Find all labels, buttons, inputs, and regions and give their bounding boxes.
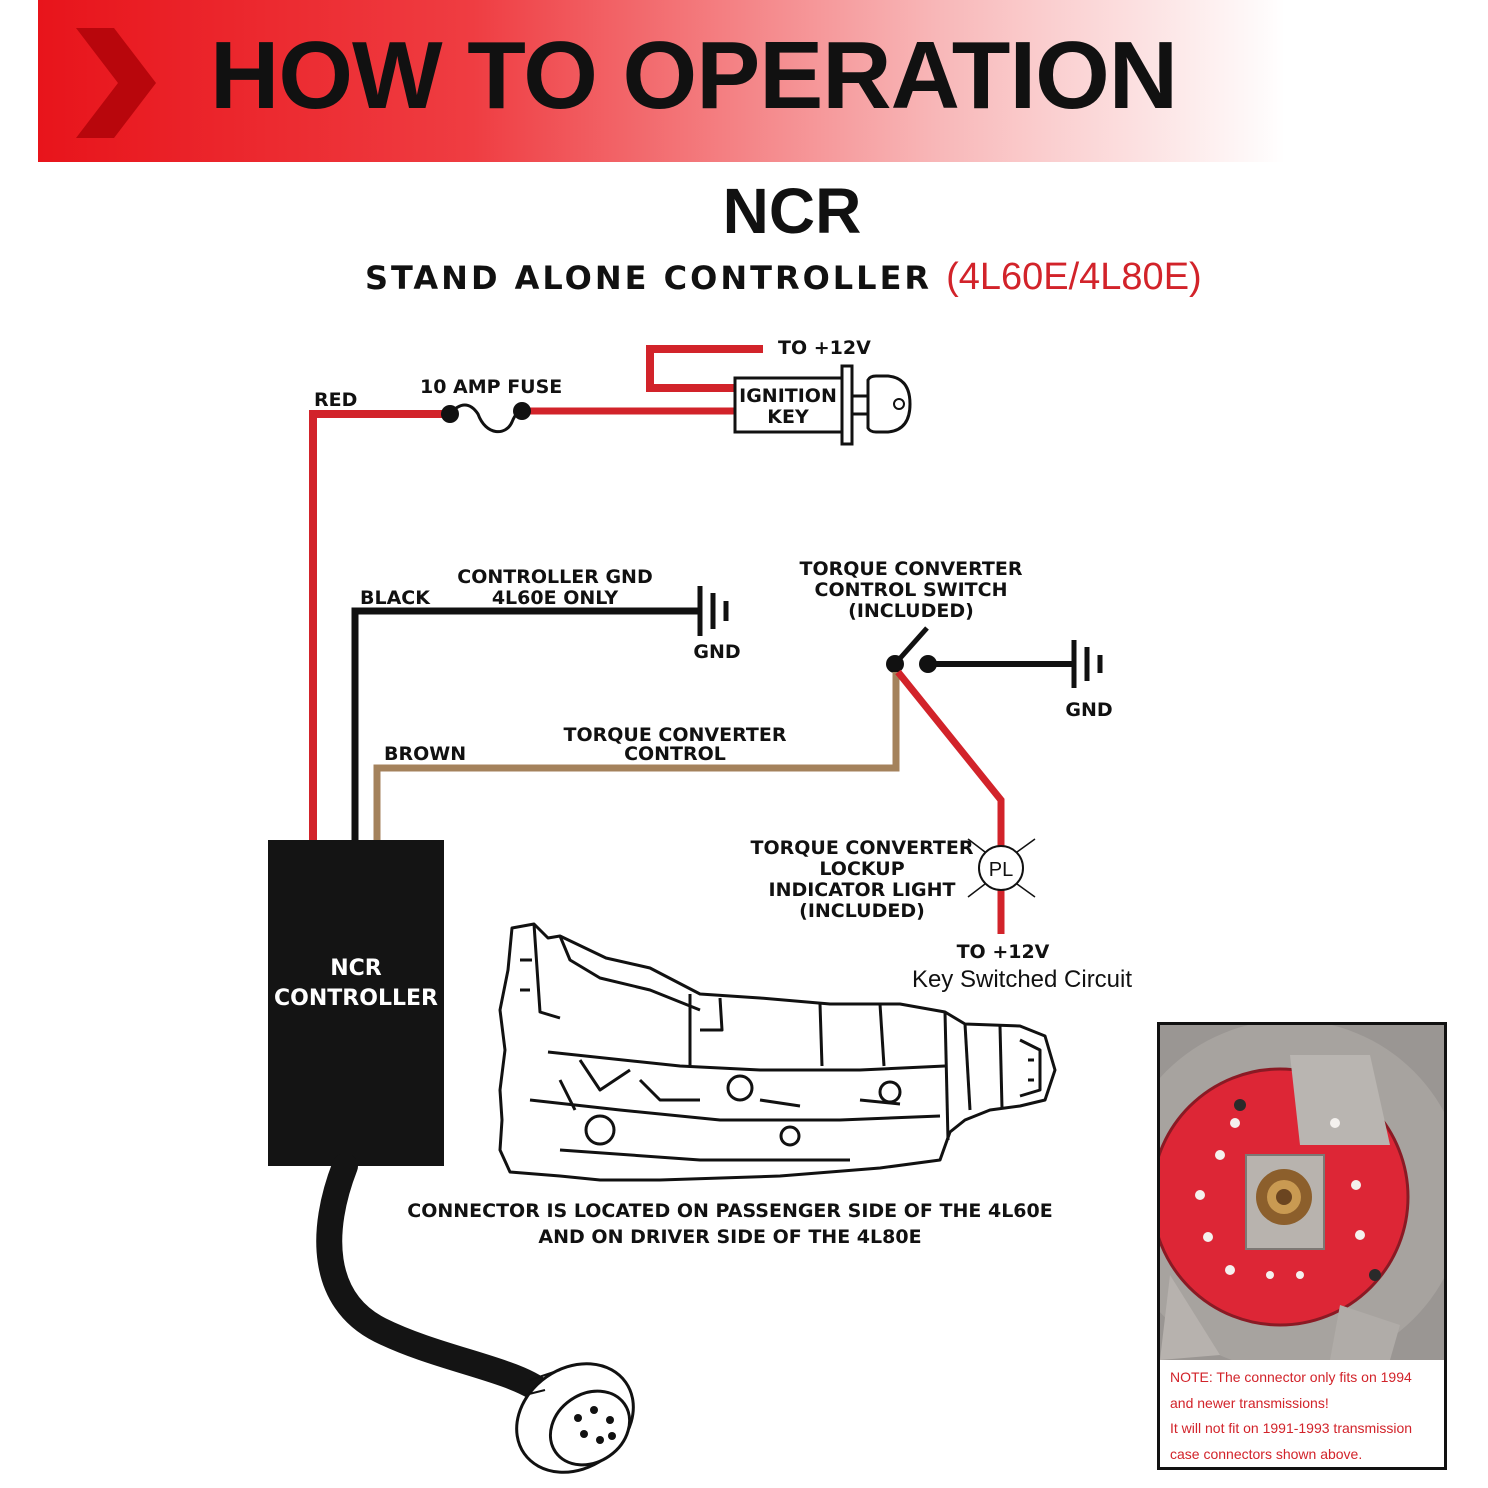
red-wire-label: RED bbox=[314, 389, 357, 411]
switch-label-1: TORQUE CONVERTER bbox=[800, 558, 1023, 580]
control-switch-symbol[interactable] bbox=[886, 626, 1074, 673]
ground-symbol-left bbox=[697, 586, 729, 636]
ignition-key-symbol: IGNITION KEY bbox=[733, 364, 912, 446]
note-line-3: It will not fit on 1991-1993 transmissio… bbox=[1170, 1420, 1413, 1436]
controller-gnd-label-2: 4L60E ONLY bbox=[492, 587, 619, 609]
connector-photo bbox=[1160, 1025, 1444, 1360]
note-line-2: and newer transmissions! bbox=[1170, 1394, 1329, 1411]
subtitle-main: STAND ALONE CONTROLLER bbox=[365, 259, 933, 297]
gnd-left-label: GND bbox=[693, 641, 740, 663]
to-12v-bottom-label: TO +12V bbox=[957, 941, 1050, 963]
ignition-label-1: IGNITION bbox=[739, 385, 837, 407]
connector-location-label-1: CONNECTOR IS LOCATED ON PASSENGER SIDE O… bbox=[407, 1200, 1052, 1222]
note-line-4: case connectors shown above. bbox=[1170, 1445, 1363, 1462]
lamp-label-4: (INCLUDED) bbox=[799, 900, 925, 922]
switch-label-2: CONTROL SWITCH bbox=[815, 579, 1008, 601]
harness-connector-plug bbox=[515, 1362, 635, 1474]
wiring-harness-cable bbox=[316, 1153, 558, 1408]
red-wire-to-12v-top bbox=[646, 345, 763, 392]
tcc-label-1: TORQUE CONVERTER bbox=[564, 724, 787, 746]
fuse-label: 10 AMP FUSE bbox=[420, 376, 562, 398]
connector-note: NOTE: The connector only fits on 1994 an… bbox=[1170, 1365, 1438, 1467]
chevron-right-icon bbox=[76, 28, 156, 138]
subtitle-models: (4L60E/4L80E) bbox=[946, 256, 1202, 298]
ignition-label-2: KEY bbox=[767, 406, 809, 428]
fuse-symbol bbox=[441, 402, 531, 433]
transmission-illustration bbox=[498, 922, 1057, 1182]
lamp-label-3: INDICATOR LIGHT bbox=[769, 879, 956, 901]
red-wire bbox=[309, 410, 450, 840]
to-12v-top-label: TO +12V bbox=[778, 337, 871, 359]
black-wire-label: BLACK bbox=[360, 587, 431, 609]
ncr-controller-box bbox=[268, 840, 444, 1166]
lamp-label-1: TORQUE CONVERTER bbox=[751, 837, 974, 859]
key-switched-label: Key Switched Circuit bbox=[912, 966, 1132, 993]
controller-label-2: CONTROLLER bbox=[274, 986, 438, 1011]
connector-photo-panel: NOTE: The connector only fits on 1994 an… bbox=[1157, 1022, 1447, 1470]
note-line-1: NOTE: The connector only fits on 1994 bbox=[1170, 1369, 1412, 1385]
brown-wire-label: BROWN bbox=[384, 743, 466, 765]
banner-title: HOW TO OPERATION bbox=[210, 22, 1178, 129]
switch-label-3: (INCLUDED) bbox=[848, 600, 974, 622]
pl-label: PL bbox=[989, 859, 1013, 881]
page-title: NCR bbox=[722, 175, 862, 247]
ground-symbol-right bbox=[1071, 640, 1103, 688]
red-wire-to-lamp bbox=[895, 669, 1005, 846]
controller-label-1: NCR bbox=[330, 956, 382, 981]
gnd-right-label: GND bbox=[1065, 699, 1112, 721]
indicator-light-symbol: PL bbox=[967, 838, 1036, 898]
tcc-label-2: CONTROL bbox=[624, 743, 726, 765]
black-wire bbox=[351, 607, 700, 840]
page-subtitle: STAND ALONE CONTROLLER (4L60E/4L80E) bbox=[365, 258, 1202, 296]
connector-location-label-2: AND ON DRIVER SIDE OF THE 4L80E bbox=[538, 1226, 921, 1248]
brown-wire bbox=[373, 672, 900, 840]
lamp-label-2: LOCKUP bbox=[819, 858, 904, 880]
controller-gnd-label-1: CONTROLLER GND bbox=[457, 566, 652, 588]
header-banner: HOW TO OPERATION bbox=[38, 0, 1488, 162]
